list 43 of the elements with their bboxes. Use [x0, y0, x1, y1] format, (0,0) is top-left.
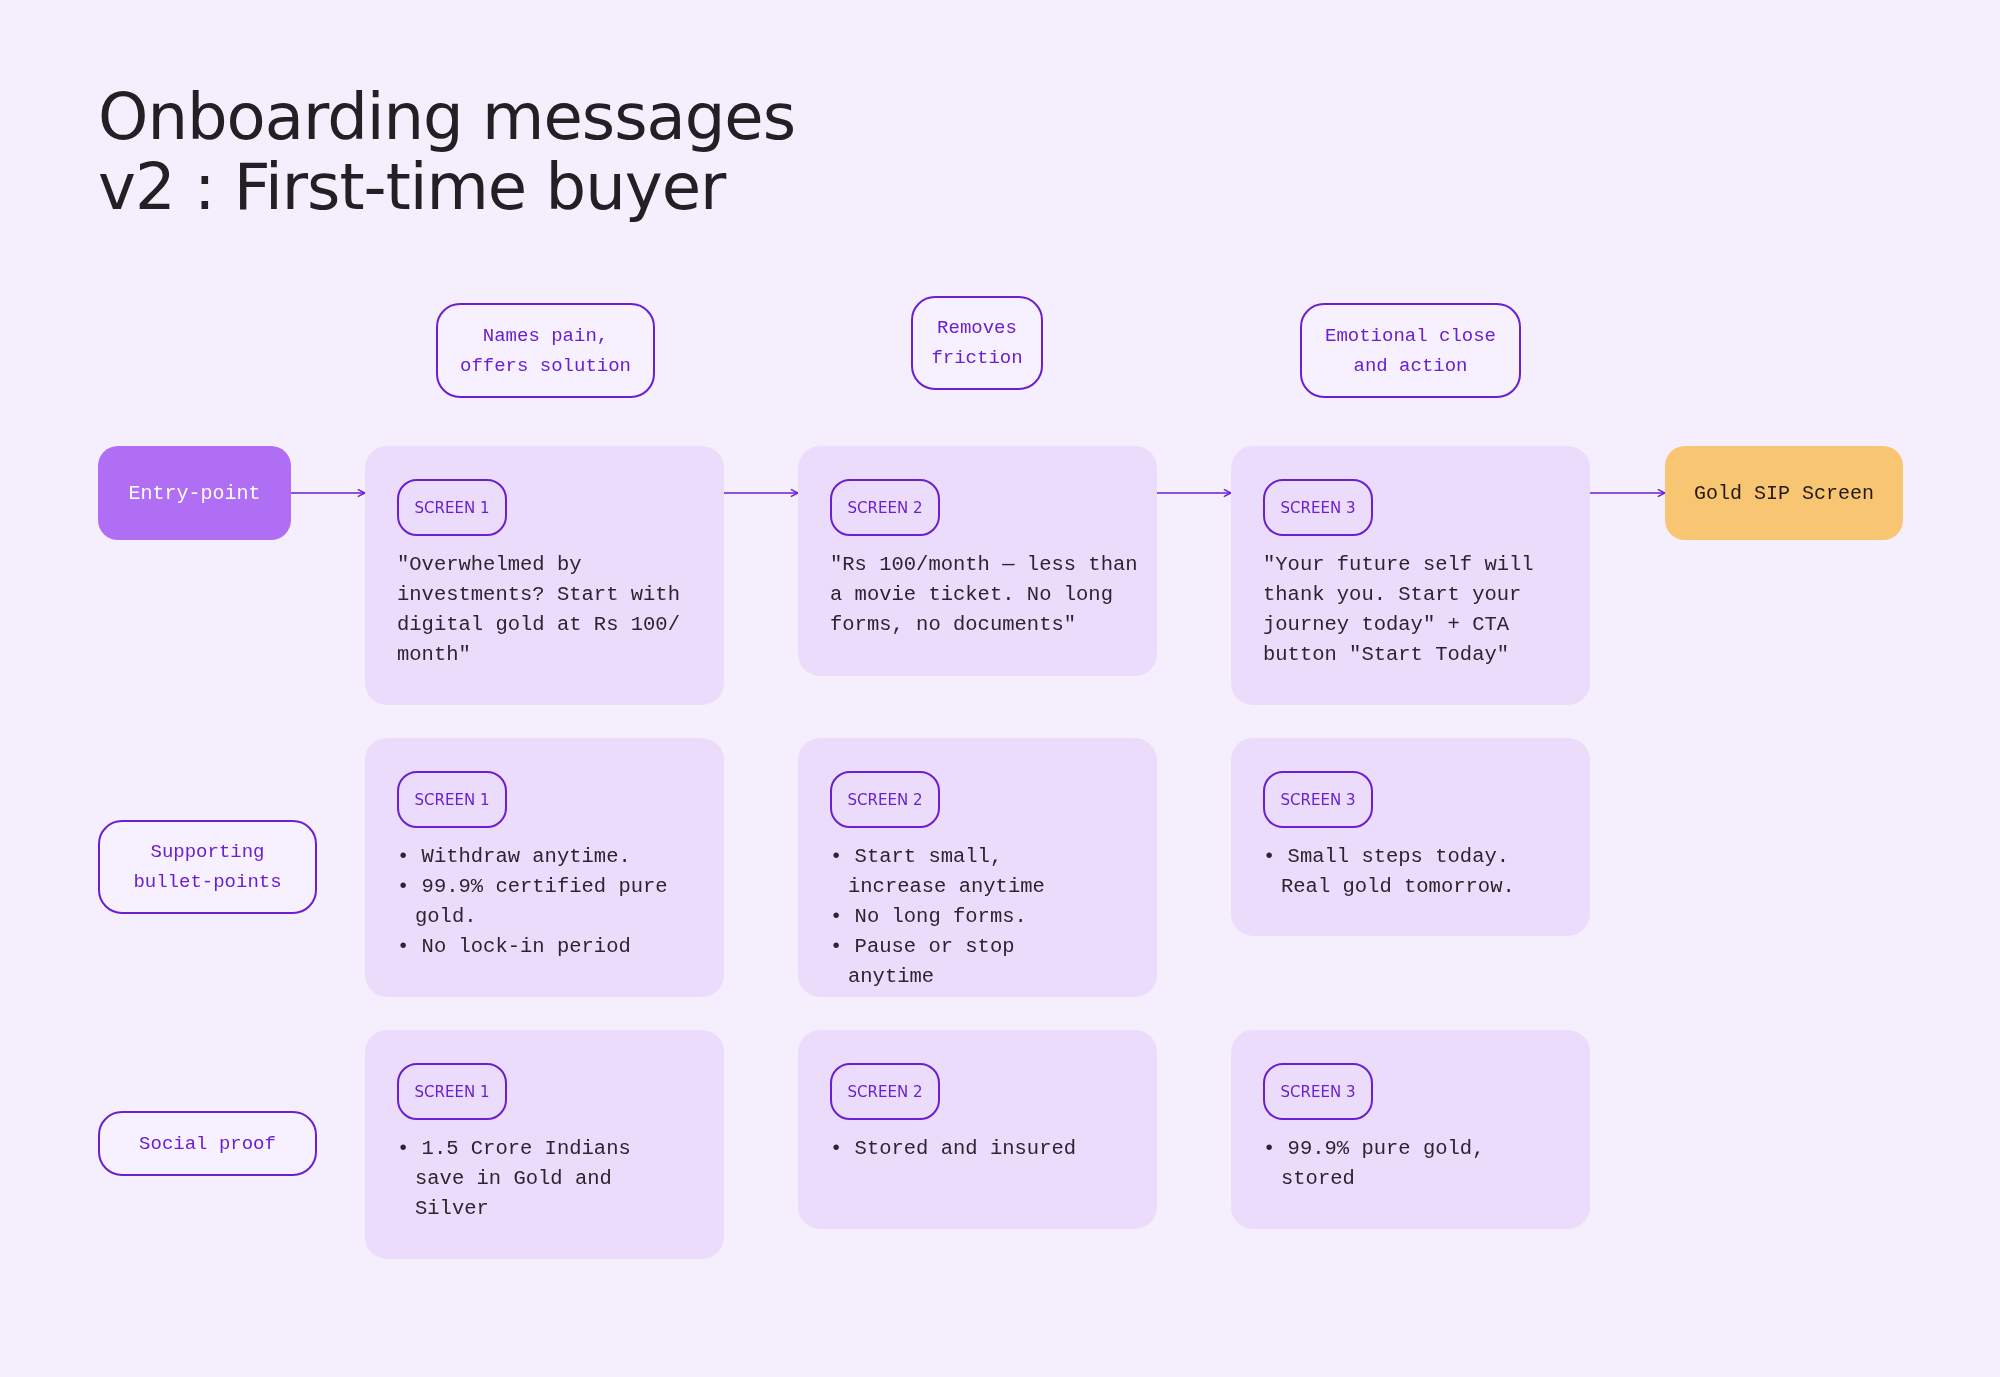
bullet-item: • Withdraw anytime. [397, 844, 632, 870]
message-card [365, 446, 724, 705]
screen-tag: SCREEN 1 [397, 771, 507, 828]
message-card [798, 1030, 1157, 1229]
label-tag: Emotional close and action [1300, 303, 1521, 398]
bullet-item: • No long forms. [830, 904, 1028, 930]
start-box: Entry-point [98, 446, 291, 540]
screen-tag: SCREEN 3 [1263, 479, 1373, 536]
message-card [1231, 738, 1590, 936]
bullet-item: • 99.9% certified pure gold. [397, 874, 669, 930]
label-tag: Social proof [98, 1111, 317, 1176]
title: Onboarding messages v2 : First-time buyer [98, 82, 797, 222]
arrow [1156, 488, 1232, 498]
bullet-item: • Small steps today. Real gold tomorrow. [1263, 844, 1516, 900]
message-card [365, 738, 724, 997]
screen-tag: SCREEN 1 [397, 1063, 507, 1120]
arrow [1589, 488, 1666, 498]
message-card [798, 738, 1157, 997]
arrow [723, 488, 799, 498]
bullet-item: • Start small, increase anytime [830, 844, 1046, 900]
label-tag: Removes friction [911, 296, 1043, 390]
bullet-item: • 99.9% pure gold, stored [1263, 1136, 1486, 1192]
screen-tag: SCREEN 3 [1263, 1063, 1373, 1120]
screen-tag: SCREEN 3 [1263, 771, 1373, 828]
screen-tag: SCREEN 1 [397, 479, 507, 536]
arrow [290, 488, 366, 498]
message-text: "Overwhelmed by investments? Start with digital gold at Rs 100/ month" [397, 552, 681, 668]
screen-tag: SCREEN 2 [830, 1063, 940, 1120]
message-card [798, 446, 1157, 676]
screen-tag: SCREEN 2 [830, 771, 940, 828]
bullet-item: • Stored and insured [830, 1136, 1078, 1162]
message-card [1231, 446, 1590, 705]
label-tag: Supporting bullet-points [98, 820, 317, 914]
message-text: "Your future self will thank you. Start your journey today" + CTA button "Start Today" [1263, 552, 1535, 668]
message-text: "Rs 100/month — less than a movie ticket. No long forms, no documents" [830, 552, 1139, 638]
bullet-item: • Pause or stop anytime [830, 934, 1016, 990]
bullet-item: • 1.5 Crore Indians save in Gold and Silver [397, 1136, 632, 1222]
message-card [1231, 1030, 1590, 1229]
end-box: Gold SIP Screen [1665, 446, 1903, 540]
bullet-item: • No lock-in period [397, 934, 632, 960]
label-tag: Names pain, offers solution [436, 303, 655, 398]
screen-tag: SCREEN 2 [830, 479, 940, 536]
message-card [365, 1030, 724, 1259]
